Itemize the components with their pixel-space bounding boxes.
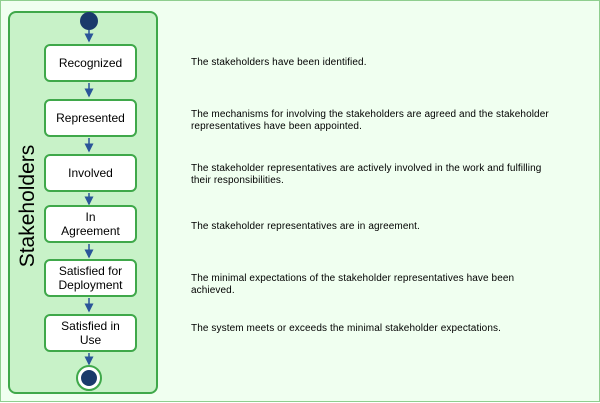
state-represented: Represented [44,99,137,137]
state-satisfied-for-deployment: Satisfied for Deployment [44,259,137,297]
state-recognized: Recognized [44,44,137,82]
description-represented: The mechanisms for involving the stakeho… [191,109,549,132]
final-node [81,370,97,386]
description-recognized: The stakeholders have been identified. [191,57,367,68]
state-in-agreement: In Agreement [44,205,137,243]
state-satisfied-in-use: Satisfied in Use [44,314,137,352]
description-satisfied-for-deployment: The minimal expectations of the stakehol… [191,273,515,296]
state-involved: Involved [44,154,137,192]
initial-node [80,12,98,30]
description-satisfied-in-use: The system meets or exceeds the minimal … [191,323,501,334]
description-involved: The stakeholder representatives are acti… [191,163,542,186]
description-in-agreement: The stakeholder representatives are in a… [191,221,420,232]
